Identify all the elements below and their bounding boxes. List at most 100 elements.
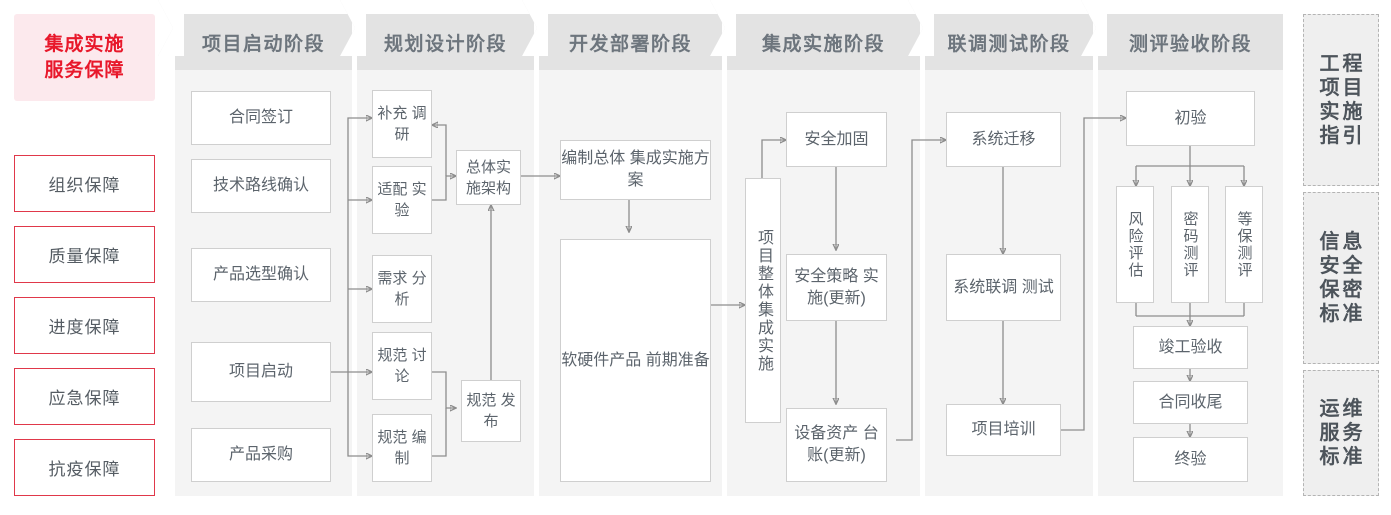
node-supplementary-research[interactable]: 补充 调研 xyxy=(372,90,432,158)
left-item-epidemic[interactable]: 抗疫保障 xyxy=(14,439,155,496)
stage-header-label: 项目启动阶段 xyxy=(201,33,325,55)
node-security-hardening[interactable]: 安全加固 xyxy=(786,112,887,167)
node-line: 实验 xyxy=(394,181,427,219)
node-system-migration[interactable]: 系统迁移 xyxy=(946,112,1061,167)
stage-header-label: 联调测试阶段 xyxy=(947,33,1071,55)
left-item-quality[interactable]: 质量保障 xyxy=(14,226,155,283)
node-contract-signing[interactable]: 合同签订 xyxy=(191,91,331,145)
standard-char: 信 xyxy=(1319,231,1340,253)
node-line: 适配 xyxy=(377,181,408,198)
node-line: 等保测评 xyxy=(1235,210,1253,279)
node-risk-assessment[interactable]: 风险评估 xyxy=(1116,186,1154,303)
node-spec-drafting[interactable]: 规范 编制 xyxy=(372,414,432,482)
standard-char: 密 xyxy=(1342,279,1363,301)
node-spec-release[interactable]: 规范 发布 xyxy=(461,380,521,442)
standard-char: 项 xyxy=(1319,77,1340,99)
node-line: 密码测评 xyxy=(1181,210,1199,279)
node-line: 合同收尾 xyxy=(1158,393,1223,411)
node-line: 测试 xyxy=(1021,278,1054,296)
standard-char: 指 xyxy=(1319,125,1340,147)
standard-char: 服 xyxy=(1319,422,1340,444)
node-line: 技术路线确认 xyxy=(212,177,309,194)
node-product-procurement[interactable]: 产品采购 xyxy=(191,428,331,482)
standard-char: 运 xyxy=(1319,398,1340,420)
node-asset-ledger-update[interactable]: 设备资产 台账(更新) xyxy=(786,408,887,482)
node-line: 安全策略 xyxy=(794,267,859,285)
left-item-emergency[interactable]: 应急保障 xyxy=(14,368,155,425)
left-item-label: 应急保障 xyxy=(48,389,121,408)
node-line: 竣工验收 xyxy=(1158,338,1223,356)
node-line: 编制 xyxy=(394,429,427,467)
standard-char: 保 xyxy=(1319,279,1340,301)
standard-information-security-confidentiality[interactable]: 信 息 安 全 保 密 标 准 xyxy=(1303,192,1379,364)
node-project-kickoff[interactable]: 项目启动 xyxy=(191,342,331,402)
node-line: 总体实 xyxy=(465,158,511,176)
left-item-organization[interactable]: 组织保障 xyxy=(14,155,155,212)
node-preliminary-acceptance[interactable]: 初验 xyxy=(1126,91,1255,146)
node-line: 前期准备 xyxy=(645,351,710,369)
node-line: 合同签订 xyxy=(228,109,293,126)
node-line: 安全加固 xyxy=(804,130,869,148)
node-project-overall-integration[interactable]: 项目整体集成实施 xyxy=(745,178,781,423)
node-project-training[interactable]: 项目培训 xyxy=(946,404,1061,456)
node-overall-impl-architecture[interactable]: 总体实 施架构 xyxy=(456,150,521,205)
node-line: 初验 xyxy=(1174,109,1207,127)
node-contract-closeout[interactable]: 合同收尾 xyxy=(1133,381,1248,424)
node-line: 产品采购 xyxy=(228,446,293,463)
standard-char: 实 xyxy=(1319,101,1340,123)
node-final-acceptance[interactable]: 终验 xyxy=(1133,437,1248,482)
left-item-progress[interactable]: 进度保障 xyxy=(14,297,155,354)
node-line: 讨论 xyxy=(394,347,427,385)
node-line: 项目整体集成实施 xyxy=(755,228,772,373)
node-hw-sw-preparation[interactable]: 软硬件产品 前期准备 xyxy=(560,239,711,482)
standard-char: 息 xyxy=(1342,231,1363,253)
node-spec-discussion[interactable]: 规范 讨论 xyxy=(372,332,432,400)
node-product-selection-confirm[interactable]: 产品选型确认 xyxy=(191,248,331,302)
standard-char: 引 xyxy=(1342,125,1363,147)
left-panel-title-line-1: 集成实施 xyxy=(44,33,125,55)
standard-char: 安 xyxy=(1319,255,1340,277)
standard-char: 维 xyxy=(1342,398,1363,420)
standard-operations-service[interactable]: 运 维 服 务 标 准 xyxy=(1303,370,1379,496)
node-line: 设备资产 xyxy=(794,425,859,442)
node-line: 项目培训 xyxy=(971,421,1036,438)
node-completion-acceptance[interactable]: 竣工验收 xyxy=(1133,326,1248,369)
left-panel-title: 集成实施 服务保障 xyxy=(14,14,155,101)
standard-char: 标 xyxy=(1319,446,1340,468)
node-classified-protection-evaluation[interactable]: 等保测评 xyxy=(1225,186,1263,303)
left-item-label: 抗疫保障 xyxy=(48,460,121,479)
node-system-joint-debug-test[interactable]: 系统联调 测试 xyxy=(946,254,1061,321)
standard-char: 工 xyxy=(1319,53,1340,75)
standard-char: 程 xyxy=(1342,53,1363,75)
stage-header-label: 集成实施阶段 xyxy=(761,33,885,55)
node-line: 需求 xyxy=(377,270,408,287)
standard-engineering-project-guideline[interactable]: 工 程 项 目 实 施 指 引 xyxy=(1303,14,1379,186)
standard-char: 标 xyxy=(1319,303,1340,325)
node-cryptography-evaluation[interactable]: 密码测评 xyxy=(1171,186,1209,303)
stage-header-label: 测评验收阶段 xyxy=(1128,33,1252,55)
node-line: 终验 xyxy=(1174,450,1207,468)
standard-char: 准 xyxy=(1342,446,1363,468)
node-line: 产品选型确认 xyxy=(212,266,309,283)
node-requirements-analysis[interactable]: 需求 分析 xyxy=(372,255,432,323)
standard-char: 目 xyxy=(1342,77,1363,99)
node-security-policy-impl[interactable]: 安全策略 实施(更新) xyxy=(786,254,887,321)
left-item-label: 进度保障 xyxy=(48,318,121,337)
left-item-label: 质量保障 xyxy=(48,247,121,266)
node-line: 施架构 xyxy=(465,179,511,197)
node-line: 补充 xyxy=(377,105,408,122)
node-line: 项目启动 xyxy=(228,363,293,380)
node-line: 系统迁移 xyxy=(971,130,1036,148)
node-tech-route-confirm[interactable]: 技术路线确认 xyxy=(191,159,331,213)
node-adaptation-experiment[interactable]: 适配 实验 xyxy=(372,166,432,234)
chevron-notch-0 xyxy=(158,0,184,56)
node-line: 集成实施方案 xyxy=(627,150,710,189)
node-line: 台账(更新) xyxy=(807,425,879,464)
node-line: 系统联调 xyxy=(953,278,1018,296)
standard-label-grid: 信 息 安 全 保 密 标 准 xyxy=(1320,231,1363,325)
node-compile-overall-plan[interactable]: 编制总体 集成实施方案 xyxy=(560,140,711,200)
node-line: 编制总体 xyxy=(561,150,626,167)
standard-char: 准 xyxy=(1342,303,1363,325)
left-panel-title-line-2: 服务保障 xyxy=(44,59,125,81)
